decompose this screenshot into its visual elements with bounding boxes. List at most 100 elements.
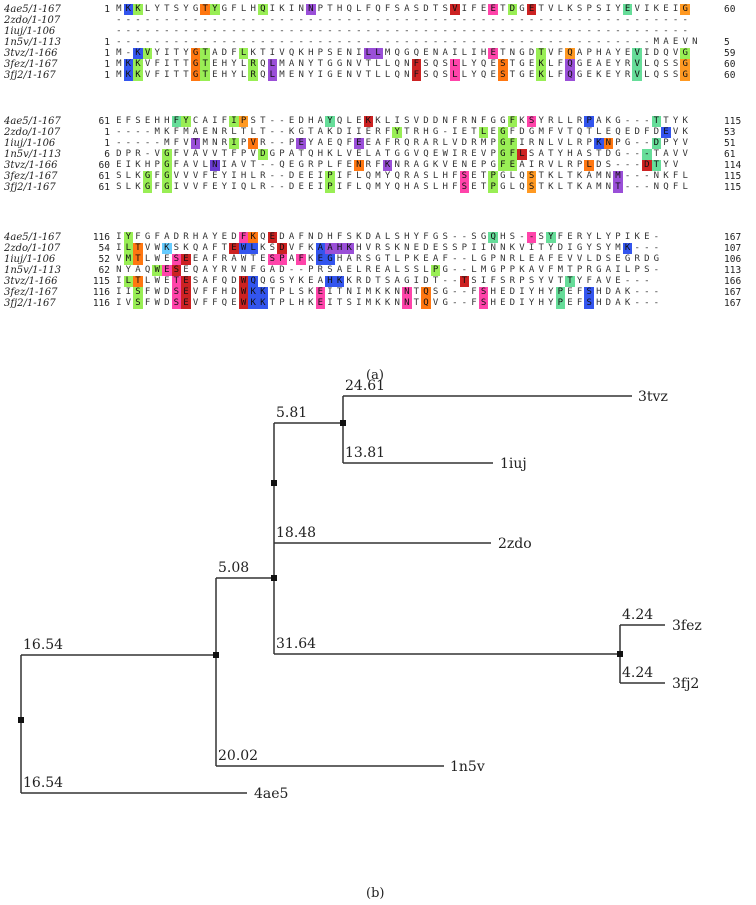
sequence-name: 1n5v/1-113	[4, 265, 62, 276]
residue: Y	[308, 138, 314, 148]
residue: Y	[615, 70, 621, 80]
residue: I	[644, 48, 650, 58]
residue: V	[480, 149, 487, 159]
residue: H	[596, 48, 602, 58]
residue: N	[346, 59, 352, 69]
residue: D	[509, 298, 516, 308]
residue: -	[125, 37, 132, 47]
residue: P	[555, 287, 566, 298]
residue: -	[221, 37, 228, 47]
residue: V	[192, 160, 199, 170]
residue: F	[346, 138, 352, 148]
sequence-name: 3tvz/1-166	[4, 160, 58, 171]
residue: T	[375, 276, 381, 286]
residue: D	[231, 232, 237, 242]
residue: T	[190, 138, 201, 149]
residue: R	[308, 160, 314, 170]
residue: T	[459, 276, 470, 287]
residue: A	[202, 265, 208, 275]
sequence-name: 3fj2/1-167	[4, 70, 56, 81]
residue: M	[116, 48, 122, 58]
residue: E	[605, 70, 612, 80]
sequence-name: 1n5v/1-113	[4, 37, 62, 48]
residue: F	[212, 243, 218, 253]
residue: P	[663, 138, 669, 148]
sequence-end: 59	[724, 48, 736, 59]
sequence-name: 2zdo/1-107	[4, 243, 61, 254]
residue: T	[567, 127, 573, 137]
residue: -	[452, 298, 458, 308]
residue: S	[663, 59, 669, 69]
residue: -	[634, 116, 640, 126]
residue: E	[181, 254, 191, 265]
residue: E	[624, 127, 631, 137]
residue: -	[135, 37, 141, 47]
residue: -	[144, 37, 151, 47]
panel-b-label: (b)	[366, 886, 385, 901]
residue: Q	[423, 149, 429, 159]
residue: -	[116, 15, 122, 25]
residue: -	[624, 160, 631, 170]
residue: L	[267, 59, 278, 70]
residue: V	[413, 116, 420, 126]
residue: A	[269, 265, 276, 275]
sequence-start: 1	[104, 48, 110, 59]
residue: F	[154, 70, 160, 80]
residue: -	[624, 15, 631, 25]
residue: K	[548, 171, 554, 181]
residue: L	[356, 265, 362, 275]
residue: L	[288, 287, 295, 297]
residue: K	[594, 138, 604, 149]
residue: A	[192, 149, 199, 159]
residue: L	[384, 232, 391, 242]
residue: Y	[548, 298, 554, 308]
residue: D	[596, 160, 602, 170]
residue: K	[133, 59, 143, 70]
residue: S	[478, 298, 489, 309]
residue: D	[288, 182, 295, 192]
leaf-label-3tvz: 3tvz	[638, 389, 668, 405]
residue: P	[430, 265, 441, 276]
residue: K	[258, 298, 268, 309]
residue: K	[356, 232, 362, 242]
residue: G	[624, 254, 631, 264]
tree-labels: 24.6113.815.8118.4831.644.244.245.0820.0…	[23, 378, 702, 802]
residue: E	[192, 254, 199, 264]
residue: N	[394, 160, 400, 170]
residue: V	[231, 265, 237, 275]
residue: K	[384, 287, 391, 297]
residue: T	[567, 171, 573, 181]
residue: L	[557, 116, 564, 126]
residue: Y	[125, 265, 132, 275]
residue: -	[308, 15, 314, 25]
residue: -	[192, 15, 199, 25]
residue: T	[171, 276, 182, 287]
residue: Y	[471, 59, 477, 69]
residue: V	[519, 243, 525, 253]
residue: P	[325, 171, 335, 182]
residue: T	[200, 70, 210, 81]
sequence-start: 1	[104, 70, 110, 81]
residue: Y	[231, 59, 237, 69]
residue: -	[567, 26, 573, 36]
residue: D	[432, 116, 439, 126]
residue: -	[404, 15, 410, 25]
residue: P	[240, 149, 247, 159]
residue: Y	[231, 70, 237, 80]
residue: -	[644, 116, 650, 126]
residue: -	[605, 37, 612, 47]
residue: S	[423, 171, 429, 181]
residue: T	[336, 287, 343, 297]
residue: A	[202, 116, 208, 126]
residue: W	[154, 243, 160, 253]
residue: -	[116, 37, 122, 47]
residue: V	[202, 149, 208, 159]
residue: L	[394, 254, 400, 264]
residue: G	[375, 254, 381, 264]
residue: -	[231, 15, 237, 25]
residue: Q	[432, 59, 439, 69]
